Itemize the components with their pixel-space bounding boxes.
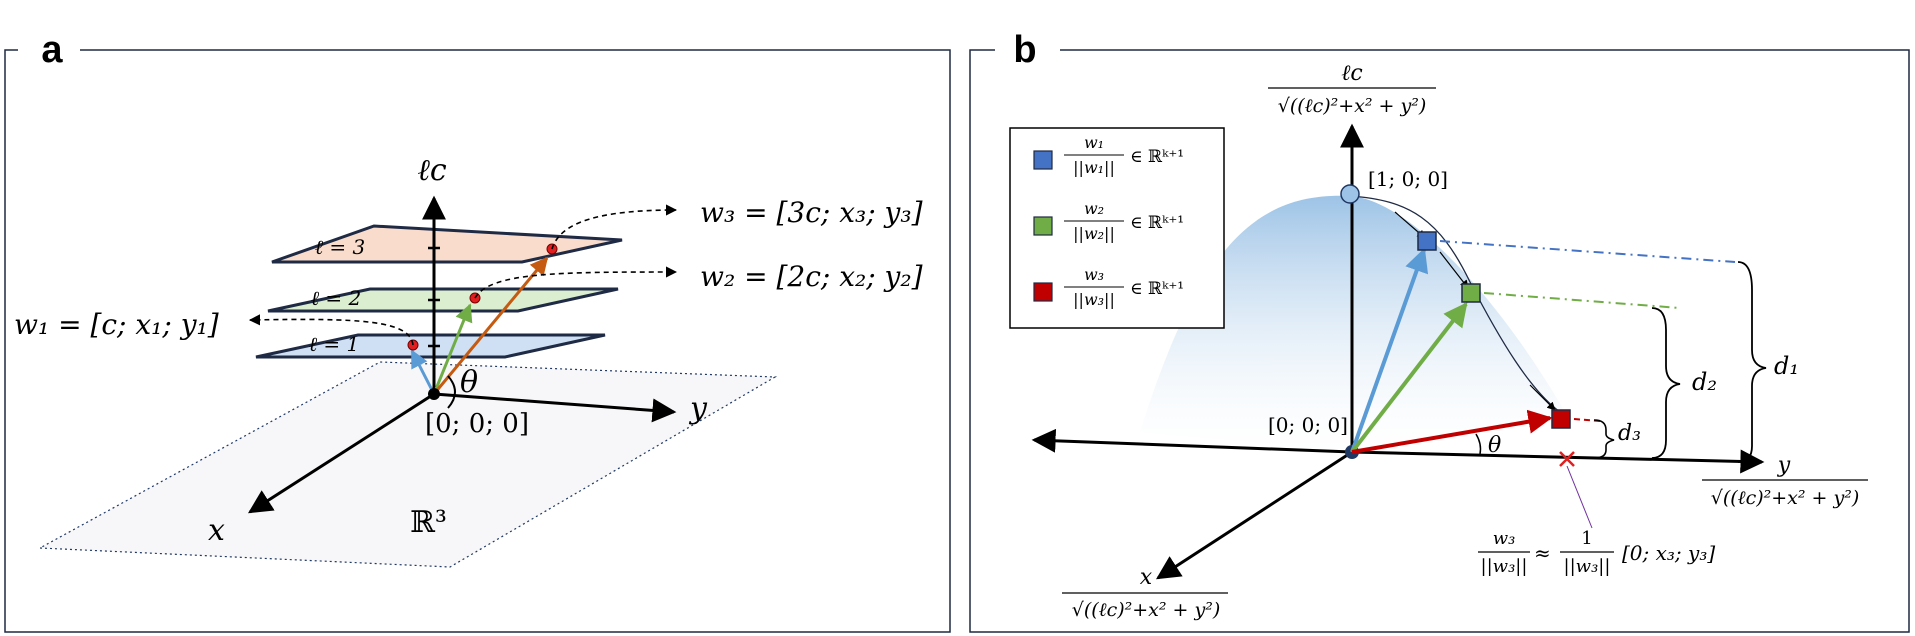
w2-label: w₂ = [2c; x₂; y₂] bbox=[700, 260, 923, 293]
panel-a-letter: a bbox=[41, 29, 63, 71]
angle-b-arc bbox=[1475, 433, 1482, 455]
top-point-label: [1; 0; 0] bbox=[1368, 167, 1448, 191]
panel-b-letter: b bbox=[1013, 29, 1036, 71]
legend-swatch-2 bbox=[1033, 216, 1053, 236]
angle-b-label: θ bbox=[1488, 433, 1501, 458]
w3-norm-vector bbox=[1351, 409, 1553, 454]
approx-lhs-den: ||w₃|| bbox=[1481, 556, 1528, 577]
d1-brace bbox=[1737, 261, 1767, 463]
w3-callout bbox=[551, 204, 678, 250]
w1-callout bbox=[248, 314, 414, 346]
top-axis-den: √((ℓc)²+x² + y²) bbox=[1278, 95, 1427, 117]
axis-x-label: x bbox=[208, 513, 225, 548]
axis-lc-label: ℓc bbox=[417, 153, 446, 188]
layer-1-label: ℓ = 1 bbox=[309, 332, 360, 356]
curve-arrow-3 bbox=[1529, 384, 1556, 411]
space-label: ℝ³ bbox=[410, 505, 447, 540]
axis-y bbox=[433, 392, 677, 423]
x-axis-num: x bbox=[1140, 565, 1153, 590]
legend-3-num: w₃ bbox=[1084, 265, 1104, 284]
origin-label: [0; 0; 0] bbox=[425, 409, 529, 439]
axis-y-label: y bbox=[688, 391, 708, 426]
d2-brace bbox=[1651, 307, 1681, 459]
y-axis-num: y bbox=[1777, 453, 1791, 478]
legend-swatch-3 bbox=[1033, 282, 1053, 302]
d2-label: d₂ bbox=[1692, 368, 1717, 396]
w2-vector bbox=[432, 303, 473, 395]
layer-2-label: ℓ = 2 bbox=[311, 286, 362, 310]
w2-norm-vector bbox=[1350, 302, 1468, 454]
d3-brace bbox=[1593, 419, 1615, 459]
curve-arrow-2 bbox=[1439, 251, 1469, 289]
w1-label: w₁ = [c; x₁; y₁] bbox=[14, 308, 219, 341]
w1-square bbox=[1417, 231, 1437, 251]
w2-dashdot bbox=[1483, 292, 1681, 309]
legend-3-tail: ∈ ℝᵏ⁺¹ bbox=[1130, 279, 1184, 299]
panel-b-frame bbox=[969, 49, 1910, 633]
layer-3-label: ℓ = 3 bbox=[315, 235, 366, 259]
origin-dot bbox=[428, 388, 440, 400]
w3-label: w₃ = [3c; x₃; y₃] bbox=[700, 196, 923, 229]
proj-leader bbox=[1566, 465, 1593, 529]
approx-sym: ≈ bbox=[1534, 541, 1551, 565]
axis-x-b bbox=[1155, 450, 1353, 580]
w1-dashdot bbox=[1439, 240, 1736, 263]
approx-tail: [0; x₃; y₃] bbox=[1622, 541, 1715, 565]
d1-label: d₁ bbox=[1774, 352, 1799, 380]
panel-b-letter-bg bbox=[995, 28, 1055, 68]
w3-vector bbox=[432, 256, 549, 395]
w2-callout bbox=[474, 266, 678, 299]
legend: w₁ ||w₁|| ∈ ℝᵏ⁺¹ w₂ ||w₂|| ∈ ℝᵏ⁺¹ w₃ ||w… bbox=[1009, 127, 1225, 329]
angle-label: θ bbox=[460, 365, 478, 400]
panel-a-letter-bg bbox=[18, 28, 78, 68]
legend-1-den: ||w₁|| bbox=[1073, 158, 1115, 177]
bell-curve bbox=[1349, 195, 1561, 413]
angle-arc bbox=[447, 375, 456, 409]
y-axis-den: √((ℓc)²+x² + y²) bbox=[1711, 487, 1860, 509]
legend-2-tail: ∈ ℝᵏ⁺¹ bbox=[1130, 213, 1184, 233]
axis-x bbox=[247, 392, 435, 514]
legend-1-num: w₁ bbox=[1084, 133, 1104, 152]
d3-label: d₃ bbox=[1618, 421, 1641, 446]
panel-a: a ℓ = 3 ℓ = 2 ℓ = 1 ℓc y x ℝ³ bbox=[4, 28, 951, 633]
origin-b-label: [0; 0; 0] bbox=[1268, 413, 1348, 437]
base-plane bbox=[37, 361, 778, 568]
legend-2-den: ||w₂|| bbox=[1073, 224, 1115, 243]
approx-lhs-num: w₃ bbox=[1493, 528, 1516, 549]
legend-swatch-1 bbox=[1033, 150, 1053, 170]
axis-y-b bbox=[1351, 449, 1765, 474]
x-axis-den: √((ℓc)²+x² + y²) bbox=[1072, 599, 1221, 621]
w2-square bbox=[1461, 283, 1481, 303]
approx-formula: w₃ ||w₃|| ≈ 1 ||w₃|| [0; x₃; y₃] bbox=[1478, 528, 1715, 577]
w3-square bbox=[1551, 409, 1571, 429]
panel-a-frame bbox=[4, 49, 951, 633]
top-point bbox=[1340, 184, 1360, 204]
panel-b: b ℓc √((ℓc)²+x² + y²) y √((ℓc)²+x² + y²)… bbox=[969, 28, 1910, 633]
legend-1-tail: ∈ ℝᵏ⁺¹ bbox=[1130, 147, 1184, 167]
top-axis-num: ℓc bbox=[1341, 61, 1362, 86]
approx-rhs-num: 1 bbox=[1581, 528, 1592, 549]
w1-vector bbox=[410, 349, 436, 395]
legend-3-den: ||w₃|| bbox=[1073, 290, 1115, 309]
legend-2-num: w₂ bbox=[1084, 199, 1104, 218]
proj-cross-b bbox=[1559, 451, 1575, 467]
axis-left bbox=[1031, 428, 1353, 454]
approx-rhs-den: ||w₃|| bbox=[1564, 556, 1611, 577]
layer-3-plane bbox=[271, 224, 623, 264]
w1-norm-vector bbox=[1350, 247, 1429, 453]
